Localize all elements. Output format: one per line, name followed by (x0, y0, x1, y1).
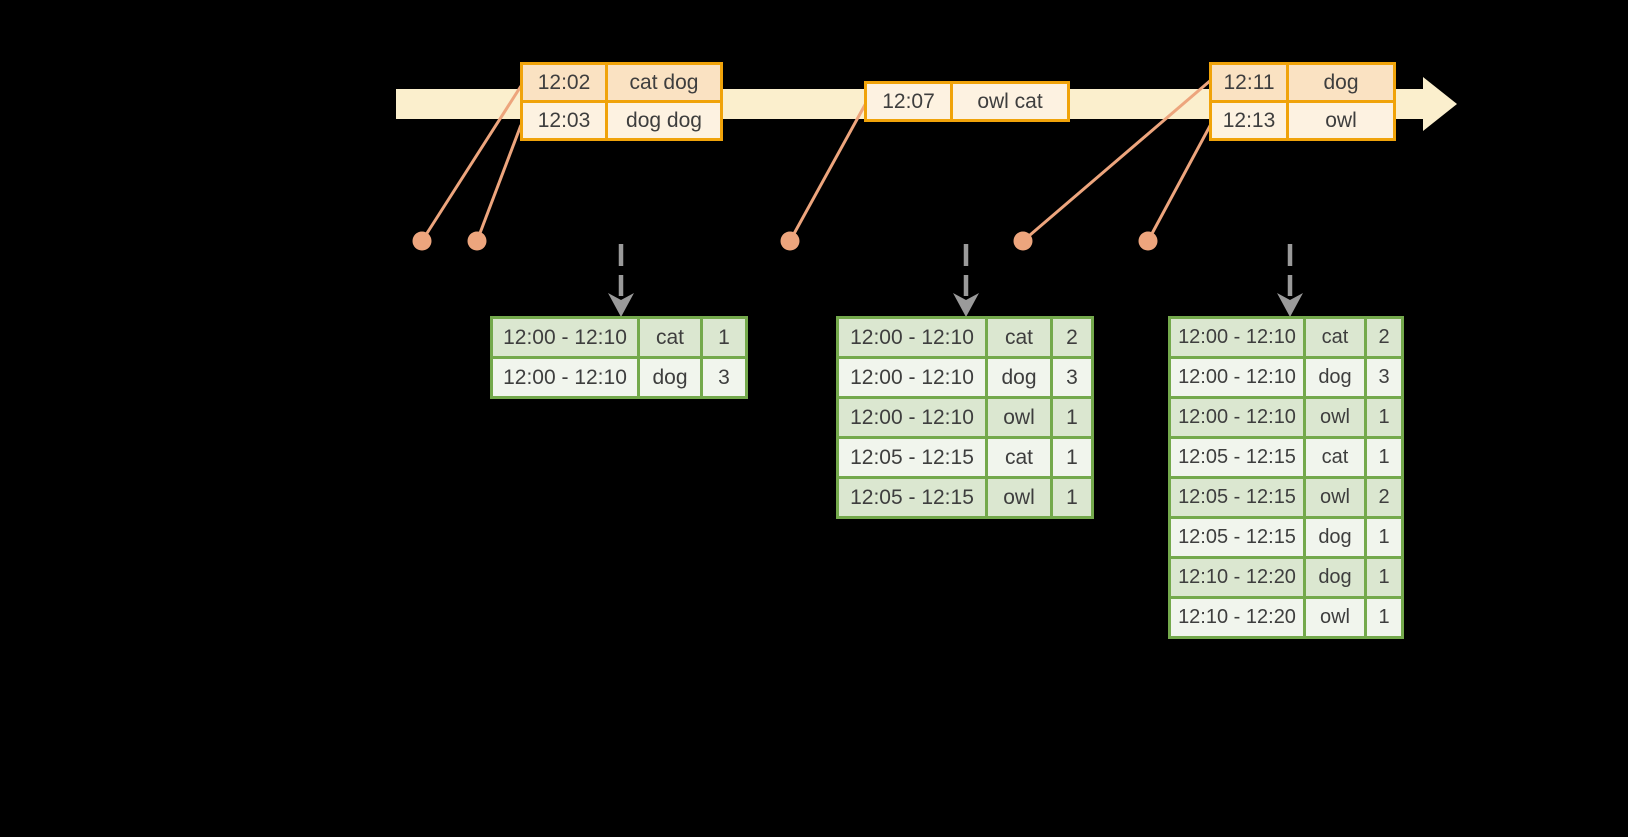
window-cell: 12:00 - 12:10 (836, 396, 988, 439)
event-connector-line (1146, 123, 1213, 242)
window-cell: 12:00 - 12:10 (1168, 316, 1306, 359)
trigger-arrow-icon (608, 244, 634, 317)
window-cell: 12:05 - 12:15 (836, 476, 988, 519)
event-connector-line (788, 102, 868, 242)
words-cell: dog (1286, 62, 1396, 103)
window-cell: 12:05 - 12:15 (1168, 516, 1306, 559)
count-cell: 3 (1364, 356, 1404, 399)
window-cell: 12:00 - 12:10 (836, 316, 988, 359)
word-cell: cat (637, 316, 703, 359)
word-cell: dog (1303, 356, 1367, 399)
window-cell: 12:00 - 12:10 (1168, 356, 1306, 399)
trigger-arrow-icon (953, 244, 979, 317)
window-cell: 12:00 - 12:10 (1168, 396, 1306, 439)
word-cell: owl (985, 476, 1053, 519)
window-cell: 12:05 - 12:15 (836, 436, 988, 479)
words-cell: dog dog (605, 100, 723, 141)
event-dot-icon (1138, 231, 1158, 251)
time-cell: 12:13 (1209, 100, 1289, 141)
words-cell: owl cat (950, 81, 1070, 122)
event-dot-icon (412, 231, 432, 251)
word-cell: dog (985, 356, 1053, 399)
timeline-arrowhead-icon (1423, 77, 1457, 131)
window-cell: 12:10 - 12:20 (1168, 596, 1306, 639)
word-cell: owl (985, 396, 1053, 439)
event-dot-icon (780, 231, 800, 251)
word-cell: owl (1303, 476, 1367, 519)
word-cell: cat (985, 436, 1053, 479)
count-cell: 2 (1364, 476, 1404, 519)
event-connector-line (475, 124, 523, 242)
count-cell: 1 (1050, 436, 1094, 479)
count-cell: 1 (1050, 476, 1094, 519)
count-cell: 1 (1364, 596, 1404, 639)
words-cell: owl (1286, 100, 1396, 141)
event-connector-line (420, 85, 523, 242)
word-cell: dog (1303, 516, 1367, 559)
word-cell: dog (637, 356, 703, 399)
count-cell: 1 (1364, 396, 1404, 439)
window-cell: 12:00 - 12:10 (490, 316, 640, 359)
word-cell: owl (1303, 396, 1367, 439)
trigger-arrow-icon (1277, 244, 1303, 317)
word-cell: cat (1303, 436, 1367, 479)
window-cell: 12:10 - 12:20 (1168, 556, 1306, 599)
window-cell: 12:00 - 12:10 (836, 356, 988, 399)
window-cell: 12:05 - 12:15 (1168, 436, 1306, 479)
window-cell: 12:05 - 12:15 (1168, 476, 1306, 519)
count-cell: 2 (1050, 316, 1094, 359)
words-cell: cat dog (605, 62, 723, 103)
count-cell: 1 (1364, 436, 1404, 479)
word-cell: cat (985, 316, 1053, 359)
event-dot-icon (1013, 231, 1033, 251)
event-connector-line (1022, 78, 1212, 243)
time-cell: 12:03 (520, 100, 608, 141)
count-cell: 1 (1364, 516, 1404, 559)
count-cell: 1 (1364, 556, 1404, 599)
time-cell: 12:02 (520, 62, 608, 103)
event-dot-icon (467, 231, 487, 251)
count-cell: 3 (700, 356, 748, 399)
word-cell: dog (1303, 556, 1367, 599)
count-cell: 1 (700, 316, 748, 359)
count-cell: 3 (1050, 356, 1094, 399)
word-cell: cat (1303, 316, 1367, 359)
time-cell: 12:11 (1209, 62, 1289, 103)
window-cell: 12:00 - 12:10 (490, 356, 640, 399)
count-cell: 2 (1364, 316, 1404, 359)
word-cell: owl (1303, 596, 1367, 639)
count-cell: 1 (1050, 396, 1094, 439)
time-cell: 12:07 (864, 81, 953, 122)
